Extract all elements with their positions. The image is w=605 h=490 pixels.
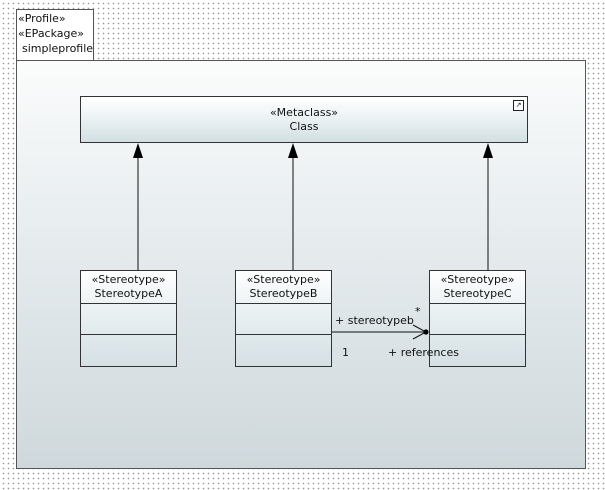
stereotype-a-name: StereotypeA: [94, 287, 163, 300]
stereotype-a[interactable]: «Stereotype» StereotypeA: [80, 270, 177, 367]
generalization-b-arrowhead: [288, 143, 298, 158]
stereotype-b-keyword: «Stereotype»: [246, 273, 321, 286]
stereotype-c[interactable]: «Stereotype» StereotypeC: [429, 270, 526, 367]
metaclass-name: Class: [289, 120, 319, 133]
package-tab[interactable]: «Profile» «EPackage» simpleprofile: [16, 9, 94, 61]
association-target-role: + references: [388, 346, 459, 359]
package-stereotype-epackage: «EPackage»: [18, 27, 85, 40]
stereotype-c-keyword: «Stereotype»: [440, 273, 515, 286]
stereotype-a-operations[interactable]: [81, 335, 176, 366]
package-stereotype-profile: «Profile»: [18, 12, 66, 25]
stereotype-b-name: StereotypeB: [249, 287, 318, 300]
association-source-multiplicity: 1: [342, 346, 349, 359]
stereotype-b-header: «Stereotype» StereotypeB: [236, 271, 331, 304]
stereotype-c-name: StereotypeC: [443, 287, 512, 300]
generalization-a-arrowhead: [133, 143, 143, 158]
stereotype-c-attributes[interactable]: [430, 304, 525, 335]
stereotype-a-header: «Stereotype» StereotypeA: [81, 271, 176, 304]
metaclass-class[interactable]: ↗ «Metaclass» Class: [80, 96, 528, 143]
stereotype-a-keyword: «Stereotype»: [91, 273, 166, 286]
stereotype-a-attributes[interactable]: [81, 304, 176, 335]
association-end-dot: [423, 329, 429, 335]
generalization-c-arrowhead: [483, 143, 493, 158]
package-name: simpleprofile: [22, 42, 94, 55]
stereotype-b-operations[interactable]: [236, 335, 331, 366]
expand-icon[interactable]: ↗: [513, 100, 524, 111]
association-target-multiplicity: *: [415, 305, 421, 318]
association-source-role: + stereotypeb: [335, 314, 414, 327]
metaclass-stereotype: «Metaclass»: [269, 106, 339, 119]
stereotype-b[interactable]: «Stereotype» StereotypeB: [235, 270, 332, 367]
stereotype-c-header: «Stereotype» StereotypeC: [430, 271, 525, 304]
stereotype-b-attributes[interactable]: [236, 304, 331, 335]
